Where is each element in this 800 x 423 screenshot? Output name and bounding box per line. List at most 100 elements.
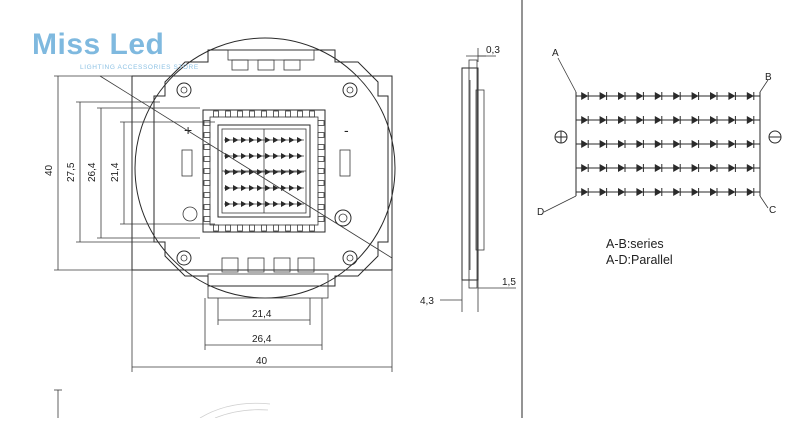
bottom-tab: [207, 273, 329, 299]
front-diode-icon: [297, 169, 303, 175]
diode-icon: [746, 140, 754, 148]
bottom-pad-3: [273, 257, 291, 273]
terminal-d: D: [537, 207, 544, 218]
diode-icon: [728, 164, 736, 172]
front-diode-icon: [233, 137, 239, 143]
diode-icon: [710, 164, 717, 172]
dim-inner-height-2: 26,4: [87, 162, 98, 182]
front-diode-icon: [225, 201, 231, 207]
brand-logo: Miss Led: [32, 28, 165, 61]
diode-icon: [728, 116, 736, 124]
frame-tooth: [225, 224, 231, 232]
front-diode-icon: [225, 185, 231, 191]
frame-tooth: [225, 110, 231, 118]
top-pad-1: [231, 59, 249, 71]
plus-sign: +: [184, 122, 192, 138]
frame-tooth: [261, 224, 267, 232]
diode-icon: [599, 140, 607, 148]
frame-tooth: [285, 224, 291, 232]
frame-tooth: [203, 192, 211, 198]
frame-tooth: [203, 120, 211, 126]
mount-hole-tl: [176, 82, 192, 98]
dim-bottom-middle: 26,4: [252, 334, 272, 345]
terminal-b: B: [765, 72, 772, 83]
frame-tooth: [249, 110, 255, 118]
front-diode-icon: [249, 153, 255, 159]
diode-icon: [599, 116, 607, 124]
frame-tooth: [273, 224, 279, 232]
emitter-area: [217, 124, 311, 218]
front-diode-icon: [249, 169, 255, 175]
minus-sign: -: [344, 122, 349, 138]
dim-bottom-outer: 40: [256, 356, 268, 367]
front-diode-icon: [241, 153, 247, 159]
diode-icon: [673, 188, 681, 196]
front-diode-icon: [297, 185, 303, 191]
front-diode-icon: [297, 137, 303, 143]
terminal-a: A: [552, 48, 559, 59]
front-diode-icon: [273, 201, 279, 207]
front-diode-icon: [281, 169, 287, 175]
mount-hole-tr: [342, 82, 358, 98]
front-diode-icon: [241, 185, 247, 191]
diode-icon: [673, 92, 681, 100]
frame-tooth: [203, 216, 211, 222]
frame-tooth: [297, 110, 303, 118]
frame-tooth: [237, 224, 243, 232]
front-diode-icon: [257, 153, 263, 159]
frame-tooth: [317, 168, 325, 174]
diode-icon: [618, 92, 625, 100]
frame-tooth: [203, 156, 211, 162]
frame-tooth: [317, 180, 325, 186]
diode-icon: [581, 116, 589, 124]
diode-rows: [576, 92, 760, 196]
diode-icon: [746, 92, 754, 100]
side-body: [461, 67, 479, 281]
frame-tooth: [317, 120, 325, 126]
diode-icon: [691, 164, 699, 172]
dim-side-total: 4,3: [420, 296, 434, 307]
dim-inner-height-3: 21,4: [110, 162, 121, 182]
diode-icon: [581, 164, 589, 172]
front-diode-icon: [265, 201, 271, 207]
diode-icon: [618, 116, 625, 124]
mount-hole-br: [342, 250, 358, 266]
left-lower-hole: [182, 206, 198, 222]
bottom-pad-2: [247, 257, 265, 273]
diode-icon: [636, 188, 644, 196]
diode-icon: [654, 140, 662, 148]
front-diode-icon: [289, 137, 295, 143]
front-diode-icon: [273, 185, 279, 191]
diode-icon: [746, 116, 754, 124]
diode-icon: [654, 164, 662, 172]
side-view: 0,3 1,5 4,3: [420, 45, 516, 312]
front-diode-icon: [249, 137, 255, 143]
diode-icon: [710, 116, 717, 124]
front-diode-icon: [265, 185, 271, 191]
front-diode-icon: [289, 169, 295, 175]
front-diode-icon: [233, 169, 239, 175]
front-diode-icon: [233, 201, 239, 207]
dim-inner-height-1: 27,5: [66, 162, 77, 182]
front-diode-icon: [265, 169, 271, 175]
front-diode-icon: [289, 153, 295, 159]
diode-icon: [654, 116, 662, 124]
main-plate: [153, 49, 389, 287]
front-diode-icon: [257, 185, 263, 191]
frame-tooth: [213, 110, 219, 118]
front-diode-icon: [281, 153, 287, 159]
brand-tagline: LIGHTING ACCESSORIES STORE: [80, 64, 199, 71]
terminal-c: C: [769, 205, 776, 216]
diode-icon: [636, 164, 644, 172]
diode-icon: [710, 140, 717, 148]
front-diode-icon: [273, 169, 279, 175]
diode-icon: [691, 188, 699, 196]
frame-tooth: [317, 144, 325, 150]
frame-tooth: [317, 132, 325, 138]
frame-tooth: [213, 224, 219, 232]
front-diode-icon: [225, 137, 231, 143]
diode-icon: [599, 92, 607, 100]
top-pad-3: [283, 59, 301, 71]
